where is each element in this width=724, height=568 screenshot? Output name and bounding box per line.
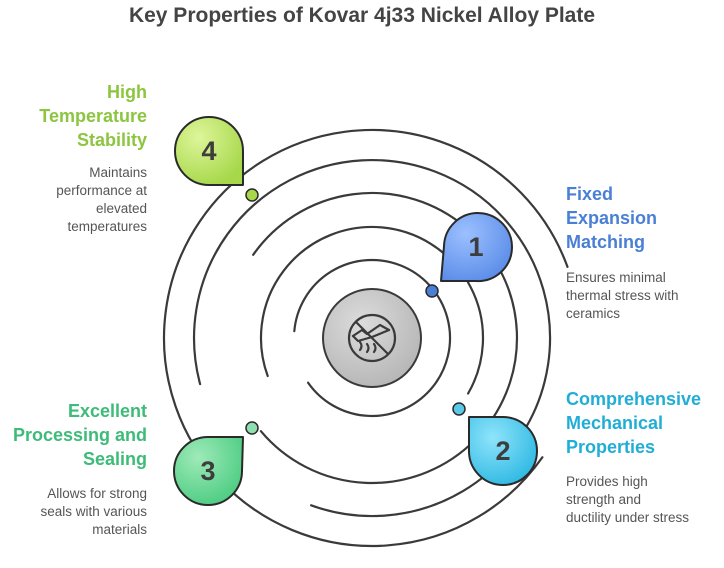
ring-4 xyxy=(192,159,552,518)
item-4-description: Maintains performance at elevated temper… xyxy=(56,165,147,234)
item-3-title: Excellent Processing and Sealing xyxy=(12,401,147,469)
ring-1 xyxy=(293,258,452,418)
item-3-description: Allows for strong seals with various mat… xyxy=(40,486,147,537)
item-1-description: Ensures minimal thermal stress with cera… xyxy=(566,270,679,321)
item-2-description: Provides high strength and ductility und… xyxy=(566,474,690,525)
badge-1: 1 xyxy=(440,212,513,283)
item-4-title: High Temperature Stability xyxy=(39,82,147,150)
ring-3 xyxy=(252,191,519,485)
badge-number-2: 2 xyxy=(495,436,510,466)
badge-number-3: 3 xyxy=(200,456,215,486)
badge-2: 2 xyxy=(467,416,538,486)
connector-dot-1 xyxy=(425,284,439,298)
badge-4: 4 xyxy=(174,116,244,186)
page-title: Key Properties of Kovar 4j33 Nickel Allo… xyxy=(128,4,596,27)
badge-number-4: 4 xyxy=(201,136,216,166)
ring-5 xyxy=(162,128,569,548)
badge-number-1: 1 xyxy=(468,232,483,262)
item-1-title: Fixed Expansion Matching xyxy=(566,184,658,252)
connector-dot-4 xyxy=(245,188,259,202)
alloy-heat-icon xyxy=(347,313,397,363)
connector-dot-3 xyxy=(245,421,259,435)
ring-2 xyxy=(259,225,485,395)
item-2-title: Comprehensive Mechanical Properties xyxy=(566,389,702,457)
concentric-rings xyxy=(162,128,569,548)
badge-3: 3 xyxy=(173,436,244,506)
connector-dot-2 xyxy=(452,402,466,416)
